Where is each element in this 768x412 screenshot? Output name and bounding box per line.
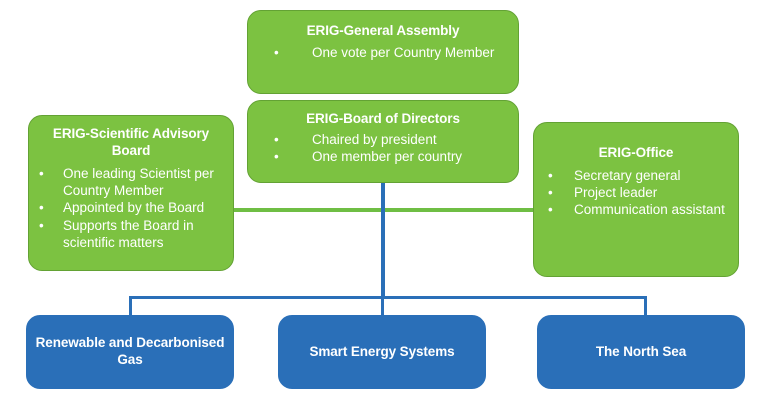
bullet-dot-icon: •: [39, 217, 44, 233]
bullet-dot-icon: •: [274, 131, 279, 147]
connector-blue-distribution-bar: [129, 296, 647, 299]
bullet-text: One leading Scientist per Country Member: [63, 165, 214, 199]
bullet-item: • One member per country: [274, 148, 518, 165]
node-scientific-advisory-board-bullets: • One leading Scientist per Country Memb…: [39, 165, 233, 251]
node-scientific-advisory-board-title: ERIG-Scientific Advisory Board: [52, 126, 210, 158]
node-office-bullets: • Secretary general • Project leader • C…: [548, 167, 738, 219]
node-board-of-directors-title: ERIG-Board of Directors: [306, 111, 460, 126]
bullet-text: Supports the Board in scientific matters: [63, 217, 194, 250]
node-board-of-directors[interactable]: ERIG-Board of Directors • Chaired by pre…: [247, 100, 519, 183]
bullet-dot-icon: •: [274, 44, 279, 60]
node-general-assembly-title: ERIG-General Assembly: [306, 23, 460, 38]
bullet-text: Chaired by president: [312, 131, 437, 147]
connector-blue-vertical-stem: [381, 181, 385, 299]
node-working-group-title: Smart Energy Systems: [309, 343, 455, 359]
bullet-dot-icon: •: [39, 200, 44, 216]
bullet-item: • Secretary general: [548, 167, 738, 184]
bullet-text: Project leader: [574, 185, 658, 201]
node-board-of-directors-bullets: • Chaired by president • One member per …: [274, 131, 518, 166]
node-working-group-renewable-decarbonised-gas[interactable]: Renewable and Decarbonised Gas: [26, 315, 234, 389]
bullet-dot-icon: •: [548, 185, 553, 201]
bullet-text: Communication assistant: [574, 202, 725, 218]
connector-drop-north-sea: [644, 296, 647, 317]
node-working-group-the-north-sea[interactable]: The North Sea: [537, 315, 745, 389]
node-working-group-title: The North Sea: [595, 343, 687, 359]
bullet-dot-icon: •: [274, 149, 279, 165]
bullet-item: • One leading Scientist per Country Memb…: [39, 165, 233, 200]
bullet-text: One member per country: [312, 149, 463, 165]
node-scientific-advisory-board[interactable]: ERIG-Scientific Advisory Board • One lea…: [28, 115, 234, 271]
bullet-text: One vote per Country Member: [312, 44, 495, 60]
bullet-item: • Chaired by president: [274, 131, 518, 148]
bullet-item: • Appointed by the Board: [39, 199, 233, 216]
node-office-title: ERIG-Office: [598, 145, 674, 160]
node-office[interactable]: ERIG-Office • Secretary general • Projec…: [533, 122, 739, 277]
bullet-dot-icon: •: [548, 167, 553, 183]
bullet-item: • Communication assistant: [548, 201, 738, 218]
bullet-item: • Project leader: [548, 184, 738, 201]
node-general-assembly[interactable]: ERIG-General Assembly • One vote per Cou…: [247, 10, 519, 94]
connector-drop-smart-energy: [381, 296, 384, 317]
bullet-text: Appointed by the Board: [63, 200, 205, 216]
bullet-dot-icon: •: [548, 202, 553, 218]
bullet-text: Secretary general: [574, 167, 681, 183]
node-working-group-title: Renewable and Decarbonised Gas: [35, 335, 225, 367]
bullet-item: • Supports the Board in scientific matte…: [39, 217, 233, 252]
node-general-assembly-bullets: • One vote per Country Member: [274, 44, 518, 61]
connector-drop-renewable-gas: [129, 296, 132, 317]
bullet-dot-icon: •: [39, 165, 44, 181]
node-working-group-smart-energy-systems[interactable]: Smart Energy Systems: [278, 315, 486, 389]
bullet-item: • One vote per Country Member: [274, 44, 518, 61]
